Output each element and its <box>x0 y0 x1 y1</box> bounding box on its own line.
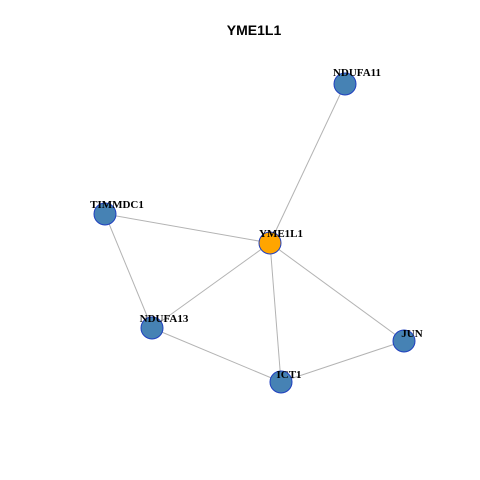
edge-yme1l1-jun <box>269 242 405 342</box>
node-ict1 <box>269 370 293 394</box>
edge-yme1l1-ndufa13 <box>151 242 271 329</box>
node-label-ict1: ICT1 <box>276 369 301 381</box>
edge-timmdc1-ndufa13 <box>104 213 153 329</box>
edge-ndufa13-ict1 <box>151 327 282 383</box>
edges-layer <box>104 83 405 383</box>
node-label-ndufa11: NDUFA11 <box>333 67 381 79</box>
edge-ict1-jun <box>280 340 405 383</box>
node-label-jun: JUN <box>401 328 422 340</box>
node-label-yme1l1: YME1L1 <box>259 228 303 240</box>
node-yme1l1 <box>258 231 282 255</box>
node-ndufa11 <box>333 72 357 96</box>
node-label-ndufa13: NDUFA13 <box>140 313 189 325</box>
node-ndufa13 <box>140 316 164 340</box>
edge-yme1l1-ndufa11 <box>269 83 346 244</box>
node-timmdc1 <box>93 202 117 226</box>
node-jun <box>392 329 416 353</box>
edge-yme1l1-ict1 <box>269 242 282 383</box>
nodes-layer <box>93 72 416 394</box>
edge-yme1l1-timmdc1 <box>104 213 271 244</box>
diagram-title: YME1L1 <box>227 22 282 38</box>
node-label-timmdc1: TIMMDC1 <box>90 199 144 211</box>
